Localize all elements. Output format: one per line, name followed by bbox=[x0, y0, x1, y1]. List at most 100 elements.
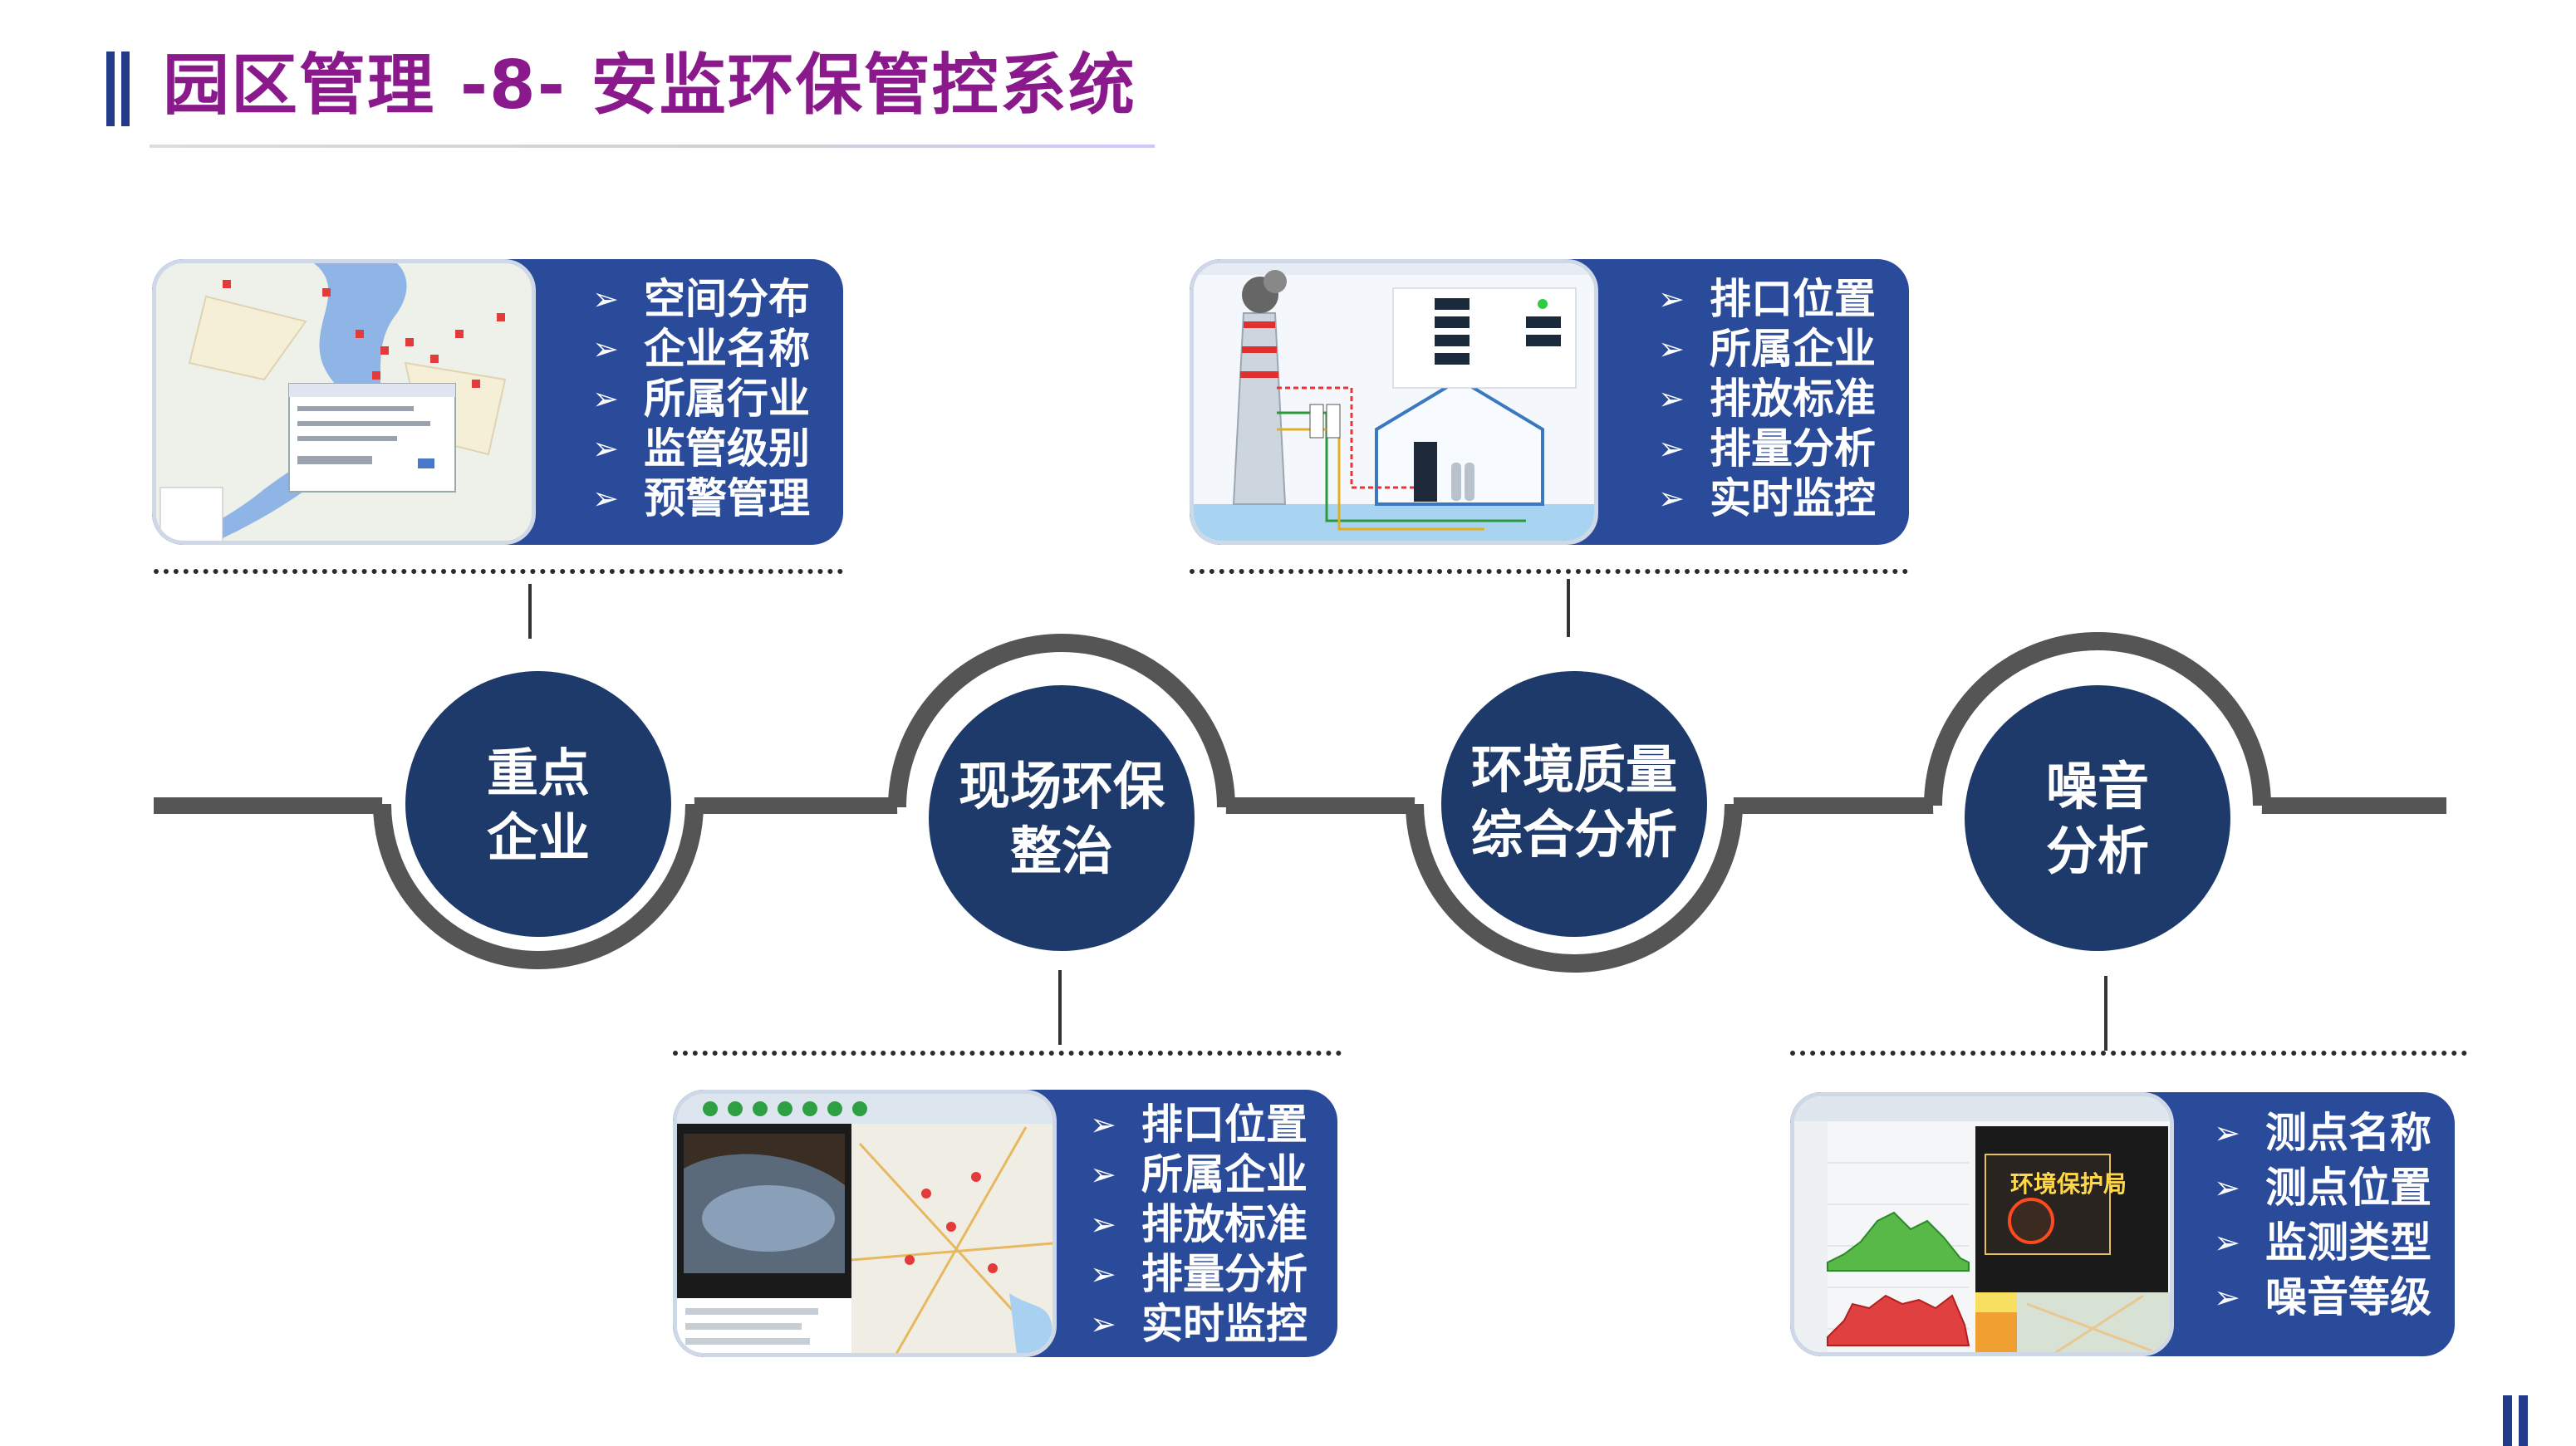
list-item: ➢ 排量分析 bbox=[1658, 424, 1876, 473]
node-circle-environment bbox=[1441, 671, 1707, 937]
arrow-bullet-icon: ➢ bbox=[1090, 1106, 1116, 1143]
card-noise: 环境保护局 ➢ 测点名称 ➢测点位置 ➢ 监测类型 ➢ 噪音等级 bbox=[1790, 1092, 2455, 1356]
node-ring bbox=[1406, 803, 1743, 973]
list-item: ➢ 排口位置 bbox=[1090, 1100, 1308, 1149]
arrow-bullet-icon: ➢ bbox=[2214, 1115, 2240, 1151]
list-item-label: 测点位置 bbox=[2265, 1164, 2431, 1212]
monitor-screenshot bbox=[1190, 259, 1598, 545]
arrow-bullet-icon: ➢ bbox=[1658, 380, 1685, 417]
list-item: ➢ 噪音等级 bbox=[2214, 1270, 2431, 1325]
corner-accent-bar bbox=[2519, 1395, 2528, 1446]
node-circle-site bbox=[929, 685, 1195, 951]
title-divider bbox=[150, 145, 1155, 148]
card-site: ➢ 排口位置 ➢ 所属企业 ➢ 排放标准 ➢ 排量分析 ➢ 实时监控 bbox=[673, 1090, 1337, 1357]
list-item: ➢监管级别 bbox=[592, 424, 810, 473]
list-item: ➢ 所属行业 bbox=[592, 374, 810, 424]
dotted-separator bbox=[1790, 1051, 2467, 1056]
list-item-label: 排量分析 bbox=[1710, 424, 1876, 473]
list-item: ➢ 实时监控 bbox=[1090, 1299, 1308, 1349]
node-label-line: 重点 bbox=[486, 743, 590, 803]
title-accent-bar bbox=[121, 51, 130, 126]
arrow-bullet-icon: ➢ bbox=[1090, 1206, 1116, 1243]
list-item: ➢ 空间分布 bbox=[592, 274, 810, 324]
emission-diagram-image bbox=[1194, 263, 1594, 541]
node-label-line: 整治 bbox=[1009, 821, 1113, 881]
arrow-bullet-icon: ➢ bbox=[1090, 1306, 1116, 1342]
arrow-bullet-icon: ➢ bbox=[1090, 1156, 1116, 1193]
list-item-label: 监测类型 bbox=[2265, 1218, 2431, 1267]
list-item-label: 所属企业 bbox=[1141, 1150, 1308, 1198]
connector-line bbox=[1058, 970, 1062, 1045]
list-item-label: 实时监控 bbox=[1141, 1300, 1308, 1348]
arrow-bullet-icon: ➢ bbox=[1658, 430, 1685, 467]
feature-list-environment: ➢ 排口位置 ➢ 所属企业 ➢ 排放标准 ➢ 排量分析 ➢ 实时监控 bbox=[1658, 274, 1876, 523]
list-item-label: 所属企业 bbox=[1710, 325, 1876, 373]
node-label-environment: 环境质量 综合分析 bbox=[1450, 738, 1699, 867]
node-label-line: 环境质量 bbox=[1470, 739, 1677, 800]
dotted-separator bbox=[673, 1051, 1342, 1056]
list-item-label: 企业名称 bbox=[644, 325, 810, 373]
arrow-bullet-icon: ➢ bbox=[592, 380, 619, 417]
list-item-label: 预警管理 bbox=[644, 474, 810, 522]
list-item-label: 排放标准 bbox=[1710, 375, 1876, 423]
node-label-line: 噪音 bbox=[2045, 756, 2149, 816]
card-enterprise: ➢空间分布 ➢企业名称 ➢所属行业 ➢监管级别 ➢预警管理 bbox=[152, 259, 843, 545]
list-item-label: 排量分析 bbox=[1141, 1250, 1308, 1298]
led-sign-text: 环境保护局 bbox=[2010, 1170, 2127, 1198]
list-item: ➢预警管理 bbox=[592, 473, 810, 523]
list-item: ➢ 排量分析 bbox=[1090, 1249, 1308, 1299]
arrow-bullet-icon: ➢ bbox=[1658, 480, 1685, 517]
noise-chart-image bbox=[1794, 1096, 2170, 1352]
list-item: ➢ 测点名称 bbox=[2214, 1105, 2431, 1160]
node-label-noise: 噪音 分析 bbox=[2014, 754, 2181, 884]
node-ring bbox=[1924, 632, 2271, 806]
map-screenshot bbox=[152, 259, 536, 545]
page-title: 园区管理 -8- 安监环保管控系统 bbox=[163, 47, 1136, 124]
arrow-bullet-icon: ➢ bbox=[2214, 1279, 2240, 1316]
list-item-label: 空间分布 bbox=[644, 275, 810, 323]
arrow-bullet-icon: ➢ bbox=[1658, 281, 1685, 317]
list-item-label: 测点名称 bbox=[2265, 1109, 2431, 1157]
list-item: ➢ 排放标准 bbox=[1658, 374, 1876, 424]
node-circle-noise bbox=[1965, 685, 2230, 951]
video-map-screenshot bbox=[673, 1090, 1057, 1357]
node-label-enterprise: 重点 企业 bbox=[455, 741, 621, 870]
arrow-bullet-icon: ➢ bbox=[1658, 331, 1685, 367]
list-item: ➢ 所属企业 bbox=[1658, 324, 1876, 374]
noise-screenshot: 环境保护局 bbox=[1790, 1092, 2174, 1356]
node-label-line: 分析 bbox=[2045, 821, 2149, 881]
map-image bbox=[156, 263, 532, 541]
arrow-bullet-icon: ➢ bbox=[1090, 1256, 1116, 1292]
node-ring bbox=[373, 803, 704, 969]
node-label-site: 现场环保 整治 bbox=[937, 754, 1186, 884]
arrow-bullet-icon: ➢ bbox=[592, 281, 619, 317]
timeline-line bbox=[154, 797, 2446, 814]
title-accent-bar bbox=[106, 51, 115, 126]
list-item-label: 实时监控 bbox=[1710, 474, 1876, 522]
list-item: ➢ 排放标准 bbox=[1090, 1199, 1308, 1249]
list-item: ➢ 监测类型 bbox=[2214, 1215, 2431, 1270]
list-item: ➢ 所属企业 bbox=[1090, 1149, 1308, 1199]
node-label-line: 企业 bbox=[486, 807, 590, 868]
corner-accent-bar bbox=[2503, 1395, 2512, 1446]
list-item: ➢测点位置 bbox=[2214, 1160, 2431, 1215]
list-item-label: 噪音等级 bbox=[2265, 1273, 2431, 1321]
feature-list-site: ➢ 排口位置 ➢ 所属企业 ➢ 排放标准 ➢ 排量分析 ➢ 实时监控 bbox=[1090, 1100, 1308, 1349]
connector-line bbox=[528, 584, 532, 639]
list-item-label: 排放标准 bbox=[1141, 1200, 1308, 1248]
list-item-label: 排口位置 bbox=[1710, 275, 1876, 323]
video-map-image bbox=[677, 1094, 1052, 1353]
feature-list-noise: ➢ 测点名称 ➢测点位置 ➢ 监测类型 ➢ 噪音等级 bbox=[2214, 1105, 2431, 1325]
connector-line bbox=[1567, 579, 1570, 637]
node-label-line: 综合分析 bbox=[1470, 804, 1677, 865]
node-ring bbox=[888, 634, 1235, 808]
dotted-separator bbox=[1190, 569, 1908, 574]
list-item: ➢ 排口位置 bbox=[1658, 274, 1876, 324]
node-circle-enterprise bbox=[405, 671, 671, 937]
arrow-bullet-icon: ➢ bbox=[2214, 1224, 2240, 1261]
list-item-label: 排口位置 bbox=[1141, 1100, 1308, 1149]
connector-line bbox=[2104, 976, 2107, 1051]
card-environment: ➢ 排口位置 ➢ 所属企业 ➢ 排放标准 ➢ 排量分析 ➢ 实时监控 bbox=[1190, 259, 1909, 545]
list-item-label: 所属行业 bbox=[644, 375, 810, 423]
